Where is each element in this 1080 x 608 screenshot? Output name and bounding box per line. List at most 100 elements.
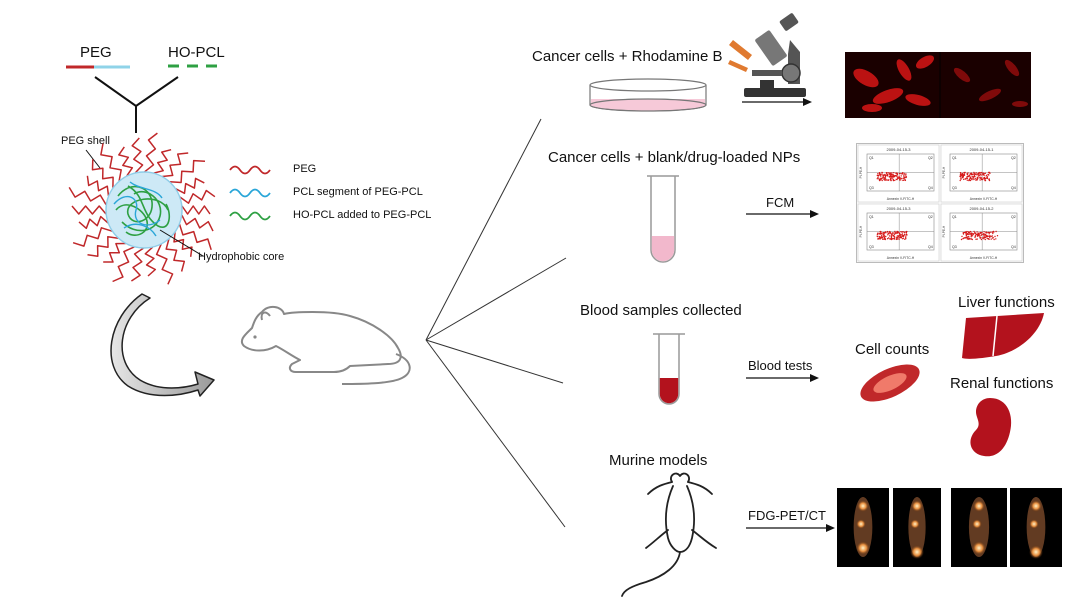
fcm-event-dot: [892, 179, 895, 182]
fcm-event-dot: [981, 177, 983, 179]
fcm-event-dot: [976, 231, 978, 233]
fcm-event-dot: [883, 174, 885, 176]
pet-ct-scan: [1010, 488, 1062, 567]
fcm-event-dot: [887, 232, 889, 235]
fcm-event-dot: [880, 232, 882, 235]
fcm-event-dot: [963, 174, 965, 176]
fcm-event-dot: [970, 177, 972, 179]
fcm-event-dot: [883, 238, 885, 240]
fcm-event-dot: [900, 175, 902, 177]
pet-ct-scan: [893, 488, 941, 567]
fcm-event-dot: [965, 236, 967, 238]
fcm-event-dot: [976, 174, 978, 176]
fcm-event-dot: [891, 177, 893, 179]
fcm-quadrant-label: Q2: [1011, 215, 1016, 219]
fcm-event-dot: [979, 179, 981, 181]
pet-body-hotspot: [972, 519, 982, 529]
fcm-event-dot: [971, 235, 974, 237]
fcm-event-dot: [882, 174, 884, 176]
fcm-event-dot: [987, 235, 989, 238]
fcm-event-dot: [877, 173, 879, 175]
peg-chain: [181, 205, 211, 215]
fcm-event-dot: [962, 177, 964, 179]
fcm-event-dot: [878, 232, 880, 234]
fcm-event-dot: [890, 238, 892, 240]
fcm-event-dot: [987, 238, 990, 240]
fcm-event-dot: [880, 177, 882, 179]
fcm-event-dot: [986, 177, 989, 180]
fcm-event-dot: [898, 172, 901, 175]
fcm-event-dot: [876, 233, 879, 235]
peg-chain: [68, 187, 107, 206]
fcm-event-dot: [901, 177, 903, 180]
blood-tests-label: Blood tests: [748, 358, 813, 373]
peg-chain: [175, 177, 205, 195]
ho-pcl-core-chain: [121, 191, 162, 232]
fcm-event-dot: [980, 176, 982, 178]
peg-chain: [178, 223, 212, 251]
fcm-event-dot: [992, 230, 995, 233]
fcm-event-dot: [992, 237, 994, 239]
hydrophobic-core-label: Hydrophobic core: [198, 251, 285, 263]
fcm-event-dot: [984, 236, 986, 239]
fcm-event-dot: [980, 171, 982, 174]
fcm-event-dot: [882, 238, 884, 240]
fcm-event-dot: [892, 237, 894, 240]
fcm-event-dot: [966, 177, 968, 180]
fcm-event-dot: [967, 233, 969, 235]
fcm-title: Cancer cells + blank/drug-loaded NPs: [548, 149, 801, 166]
legend-pcl-label: PCL segment of PEG-PCL: [293, 186, 423, 198]
fcm-event-dot: [973, 171, 975, 174]
fcm-event-dot: [897, 231, 899, 233]
fcm-event-dot: [903, 231, 905, 233]
fcm-panel-header: 2009-04-15-3: [886, 206, 911, 211]
fcm-event-dot: [896, 238, 899, 240]
fcm-panel-frame: [940, 203, 1023, 262]
fcm-event-dot: [890, 179, 892, 182]
fcm-panel-header: 2009-04-15-2: [969, 206, 994, 211]
fcm-event-dot: [900, 236, 903, 239]
fcm-event-dot: [984, 233, 987, 235]
peg-chain: [165, 238, 186, 272]
fcm-event-dot: [905, 173, 907, 175]
fcm-event-dot: [968, 235, 970, 238]
fcm-event-dot: [966, 230, 968, 233]
pcl-core-chain: [123, 223, 157, 237]
fcm-x-axis-label: Annexin V-FITC-H: [887, 256, 915, 260]
fcm-event-dot: [884, 178, 886, 180]
peg-chain: [131, 137, 144, 174]
fcm-event-dot: [977, 232, 980, 234]
fcm-event-dot: [884, 235, 886, 237]
fcm-event-dot: [963, 178, 965, 181]
pet-body-hotspot: [1029, 519, 1039, 529]
fcm-event-dot: [905, 176, 907, 179]
fcm-event-dot: [976, 238, 978, 240]
fcm-event-dot: [974, 178, 976, 180]
fcm-event-dot: [983, 174, 985, 176]
fcm-event-dot: [983, 238, 985, 240]
fcm-event-dot: [994, 235, 996, 238]
fcm-event-dot: [973, 178, 975, 181]
fcm-event-dot: [980, 232, 983, 234]
fcm-quadrant-label: Q1: [952, 156, 957, 160]
fcm-event-dot: [906, 230, 908, 233]
pet-ct-label: FDG-PET/CT: [748, 508, 826, 523]
fcm-event-dot: [883, 176, 885, 179]
fcm-event-dot: [983, 235, 985, 237]
murine-title: Murine models: [609, 452, 708, 469]
fcm-event-dot: [960, 238, 963, 241]
fcm-event-dot: [995, 230, 997, 233]
fcm-event-dot: [979, 231, 981, 234]
fcm-event-dot: [979, 171, 981, 174]
fcm-event-dot: [892, 176, 894, 178]
fcm-event-dot: [906, 234, 908, 236]
fcm-event-dot: [988, 174, 990, 176]
